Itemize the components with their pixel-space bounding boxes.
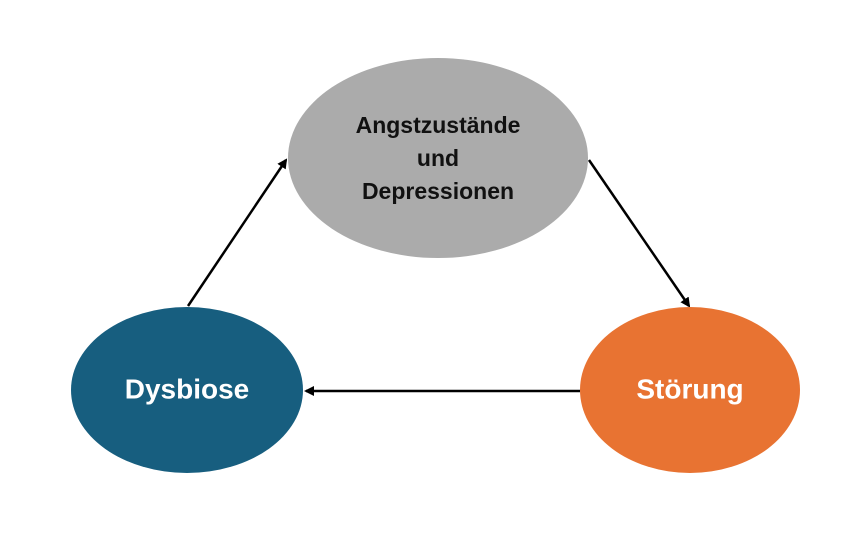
node-left-shape xyxy=(71,307,303,473)
node-right-shape xyxy=(580,307,800,473)
node-dysbiose: Dysbiose xyxy=(71,307,303,473)
node-top-line-2: und xyxy=(417,145,459,171)
node-angstzustaende-depressionen: Angstzustände und Depressionen xyxy=(288,58,588,258)
arrow-dysbiose-to-angst xyxy=(186,158,288,307)
node-top-shape xyxy=(288,58,588,258)
node-left-label: Dysbiose xyxy=(125,373,250,404)
node-right-label: Störung xyxy=(636,373,743,404)
node-stoerung: Störung xyxy=(580,307,800,473)
node-top-line-3: Depressionen xyxy=(362,178,514,204)
arrow-angst-to-stoerung xyxy=(587,159,691,308)
node-top-line-1: Angstzustände xyxy=(356,112,521,138)
